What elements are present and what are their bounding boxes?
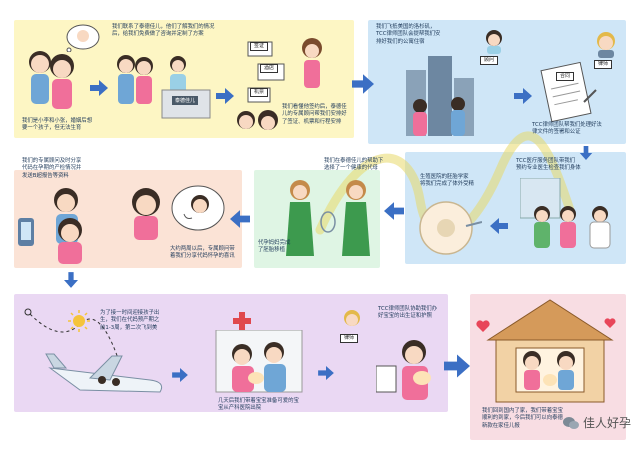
caption-legal-docs: TCC律师团队帮我们处理好法 律文件的签署和公证 <box>532 122 602 136</box>
caption-birth-certificate: TCC律师团队协助我们办 好宝宝的出生证和护照 <box>378 306 438 320</box>
doctor-visit-figure <box>520 178 611 249</box>
arrow-right-icon <box>318 366 334 380</box>
caption-choose-surrogate: 我们在泰德佳儿的帮助下 选择了一个健康的代母 <box>324 158 384 172</box>
phone-icon <box>171 185 225 231</box>
egg-cell-icon <box>419 201 482 255</box>
arrow-left-icon <box>490 218 508 234</box>
brand-watermark: 佳人好孕 <box>562 414 631 431</box>
mother-baby-figure <box>376 340 431 400</box>
arrow-down-icon <box>64 272 78 288</box>
airplane-icon <box>24 308 163 393</box>
caption-checkup-reports: 我们的专属顾问及时分享 代码在孕期的产检情况并 发送B超报告等资料 <box>22 158 82 179</box>
sun-icon <box>68 310 90 332</box>
arrow-left-icon <box>230 210 250 228</box>
arrow-right-icon <box>444 354 470 378</box>
label-hotel: 酒店 <box>260 64 279 73</box>
house-icon <box>486 299 614 403</box>
caption-couple-intro: 我们是小李和小张，婚姻后想 要一个孩子，但无法生育 <box>22 118 93 132</box>
caption-arrangements: 我们看懂他签约后，泰德佳 儿的专属顾问帮我们安排好 了签证、机票和行程安排 <box>282 104 347 125</box>
city-buildings-figure <box>406 56 474 136</box>
baby-thought-bubble-icon <box>66 24 100 52</box>
wechat-icon <box>562 416 579 429</box>
caption-medical-check: TCC医疗服务团队带我们 预约专业医生检查我们身体 <box>516 158 581 172</box>
arrow-right-icon <box>90 80 108 96</box>
contract-figure <box>540 61 597 122</box>
watermark-text: 佳人好孕 <box>582 416 631 430</box>
arrow-right-icon <box>352 74 374 94</box>
caption-return-home: 我们回到国内了家，我们带着宝宝 顺利的到家，今后我们可以向泰德 新款在家佳儿报 <box>482 408 563 429</box>
clinic-sign: 泰德佳儿 <box>172 96 199 105</box>
caption-embryo-transfer: 代孕妈妈完成 了胚胎移植 <box>258 240 291 254</box>
arrow-right-icon <box>172 368 188 382</box>
caption-discharge: 几天后我们带着宝宝准备可爱的宝 宝从产科医院出院 <box>218 398 299 412</box>
heart-icon <box>476 320 490 332</box>
happy-woman-figure <box>132 188 160 240</box>
arrow-right-icon <box>216 88 234 104</box>
clinic-consult-figure <box>117 55 211 119</box>
label-agent: 顾问 <box>480 56 499 65</box>
video-call-figure <box>18 188 82 264</box>
label-lawyer-2: 律师 <box>340 334 359 343</box>
caption-second-flight: 为了接一时间迎接孩子出 生，我们在代妈预产期之 前1-3周，第二次飞到美 <box>100 310 160 331</box>
caption-ivf: 生殖医院的胚胎学家 将我们完成了体外受精 <box>420 174 474 188</box>
agent-figure <box>486 30 502 54</box>
label-lawyer: 律师 <box>594 60 613 69</box>
hospital-discharge-figure <box>215 330 303 393</box>
caption-good-news: 大约两周以后，专属顾问带 着我们分享代妈怀孕的喜讯 <box>170 246 235 260</box>
arrow-left-icon <box>384 202 404 220</box>
heart-icon <box>604 318 616 328</box>
arrow-down-icon <box>579 146 593 160</box>
label-contract: 合同 <box>556 72 575 81</box>
label-flight: 机票 <box>250 88 269 97</box>
caption-arrival: 我们飞抵美国的洛杉矶， TCC律师团队会提帮我们安 排好我们的公寓住宿 <box>376 24 441 45</box>
hospital-cross-icon <box>233 312 251 330</box>
label-visa: 签证 <box>250 42 269 51</box>
caption-consult: 我们联系了泰德佳儿，他们了解我们的情况 后，给我们免费做了咨询并定制了方案 <box>112 24 215 38</box>
lawyer-figure <box>597 32 615 58</box>
surrogate-figure <box>286 180 370 256</box>
couple-faces-figure <box>237 110 278 130</box>
couple-figure <box>29 51 74 109</box>
lawyer-figure-2 <box>344 310 360 326</box>
arrow-right-icon <box>514 88 532 104</box>
